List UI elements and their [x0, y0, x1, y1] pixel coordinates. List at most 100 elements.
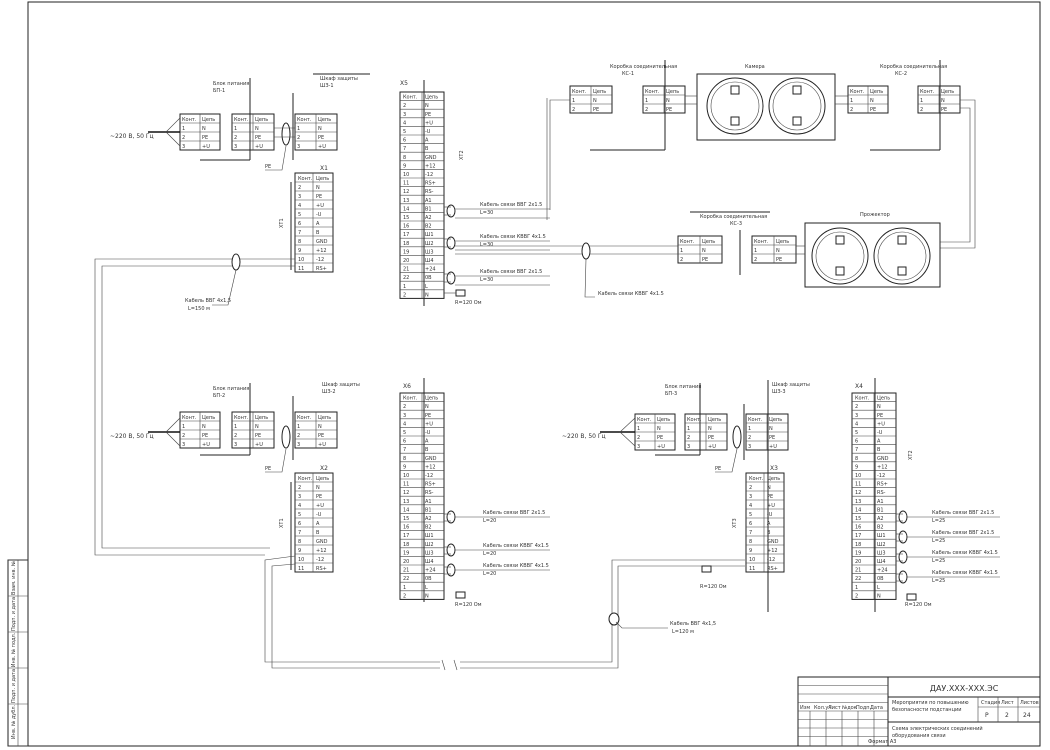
- terminal-signal-label: +12: [425, 163, 436, 169]
- cab3-title: Шкаф защиты: [772, 382, 810, 388]
- cable-marker-top-left: [281, 122, 291, 146]
- projector-housing: [811, 227, 869, 285]
- connector-cell-label: 1: [920, 98, 923, 104]
- projector-lens-top: [897, 235, 907, 245]
- cable-marker-bottom-left: [281, 425, 291, 449]
- cable-label: Кабель связи КВВГ 4х1.5: [480, 234, 546, 240]
- terminal-signal-label: +24: [425, 267, 436, 273]
- camera-lens-top: [792, 85, 802, 95]
- terminal-pin-label: 7: [403, 447, 406, 453]
- terminal-signal-label: L: [877, 585, 880, 591]
- connector-cell-label: PE: [941, 107, 947, 113]
- terminal-pin-label: 8: [298, 239, 301, 245]
- terminal-pin-label: 18: [403, 542, 409, 548]
- stamp-val-sheet: 2: [1005, 712, 1009, 719]
- terminal-pin-label: 5: [298, 512, 301, 518]
- terminal-signal-label: Цепь: [877, 396, 890, 402]
- trunk2-sub: L=120 м: [672, 629, 694, 635]
- x3-side-label: ХТ3: [732, 518, 738, 528]
- terminal-pin-label: 20: [403, 559, 409, 565]
- terminal-pin-label: 10: [855, 473, 861, 479]
- connector-cell-label: Цепь: [941, 89, 954, 95]
- ups2-feed-label: ~220 В, 50 Гц: [110, 433, 154, 440]
- title-line: Мероприятия по повышению: [892, 700, 969, 706]
- cable-label: Кабель связи ВВГ 2х1.5: [483, 510, 545, 516]
- terminal-pin-label: 11: [403, 181, 409, 187]
- stamp-col-sheets: Листов: [1020, 700, 1039, 706]
- stamp-col-sheet: Лист: [1001, 700, 1014, 706]
- cable-length: L=25: [932, 518, 945, 524]
- terminal-signal-label: PE: [877, 413, 883, 419]
- terminal-signal-label: +U: [425, 421, 433, 427]
- terminal-signal-label: -12: [425, 473, 433, 479]
- connector-cell-label: 2: [645, 107, 648, 113]
- terminal-pin-label: 12: [403, 490, 409, 496]
- cable-marker: [446, 236, 456, 250]
- terminal-pin-label: 4: [298, 203, 301, 209]
- terminal-signal-label: B1: [877, 507, 884, 513]
- terminal-pin-label: 2: [749, 485, 752, 491]
- terminal-signal-label: RS+: [425, 181, 436, 187]
- cam1-title: Камера: [745, 64, 765, 70]
- terminal-pin-label: 11: [298, 566, 304, 572]
- connector-cell-label: 2: [754, 257, 757, 263]
- terminal-pin-label: 16: [855, 525, 861, 531]
- connector-cell-label: 1: [297, 424, 300, 430]
- terminal-signal-label: Цепь: [425, 396, 438, 402]
- connector-cell-label: 2: [637, 435, 640, 441]
- terminal-pin-label: 5: [749, 512, 752, 518]
- terminal-pin-label: 2: [403, 103, 406, 109]
- terminal-pin-label: 20: [403, 258, 409, 264]
- terminal-pin-label: 11: [855, 482, 861, 488]
- terminal-pin-label: 8: [855, 456, 858, 462]
- terminal-signal-label: Ш4: [877, 559, 886, 565]
- x4-side-label: ХТ2: [908, 450, 914, 460]
- cable-label: Кабель связи КВВГ 4х1.5: [483, 543, 549, 549]
- terminal-pin-label: 16: [403, 525, 409, 531]
- terminal-signal-label: PE: [316, 494, 322, 500]
- trunk-wire-2: [264, 555, 745, 663]
- trunk2-label: Кабель ВВГ 4х1,5: [670, 621, 716, 627]
- connector-cell-label: +U: [202, 144, 210, 150]
- connector-cell-label: 2: [234, 135, 237, 141]
- margin-strip-label: Подп. и дата: [11, 597, 17, 631]
- terminal-pin-label: 3: [749, 494, 752, 500]
- camera-enclosure-1: [696, 73, 836, 141]
- margin-strip-label: Инв. № подл.: [11, 632, 17, 667]
- cab1-sub: ШЗ-1: [320, 83, 334, 89]
- cab3-sub: ШЗ-3: [772, 389, 786, 395]
- terminal-signal-label: 0В: [425, 275, 432, 281]
- terminal-signal-label: -12: [316, 557, 324, 563]
- margin-strip-label: Инв. № дубл.: [11, 704, 17, 739]
- connector-cell-label: N: [202, 126, 206, 132]
- terminal-signal-label: N: [877, 593, 881, 599]
- terminal-pin-label: 18: [403, 241, 409, 247]
- terminal-pin-label: 4: [749, 503, 752, 509]
- terminal-signal-label: A1: [877, 499, 884, 505]
- terminal-pin-label: 5: [855, 430, 858, 436]
- trunk-cable-marker-2: [608, 612, 620, 626]
- terminal-pin-label: 22: [403, 576, 409, 582]
- connector-cell-label: PE: [666, 107, 672, 113]
- projector-lens-top: [835, 235, 845, 245]
- connector-cell-label: PE: [318, 433, 324, 439]
- terminal-pin-label: 13: [403, 198, 409, 204]
- terminal-signal-label: RS+: [877, 482, 888, 488]
- terminal-pin-label: 6: [749, 521, 752, 527]
- camera-housing-inner: [710, 81, 760, 131]
- title-line: безопасности подстанции: [892, 707, 961, 713]
- connector-cell-label: 1: [748, 426, 751, 432]
- cable-label: Кабель связи ВВГ 2х1.5: [932, 530, 994, 536]
- terminal-signal-label: Ш2: [877, 542, 886, 548]
- connector-cell-label: 3: [234, 144, 237, 150]
- terminal-signal-label: GND: [425, 456, 437, 462]
- x5-label: Х5: [400, 80, 408, 87]
- terminal-signal-label: RS-: [425, 189, 434, 195]
- connector-cell-label: 1: [850, 98, 853, 104]
